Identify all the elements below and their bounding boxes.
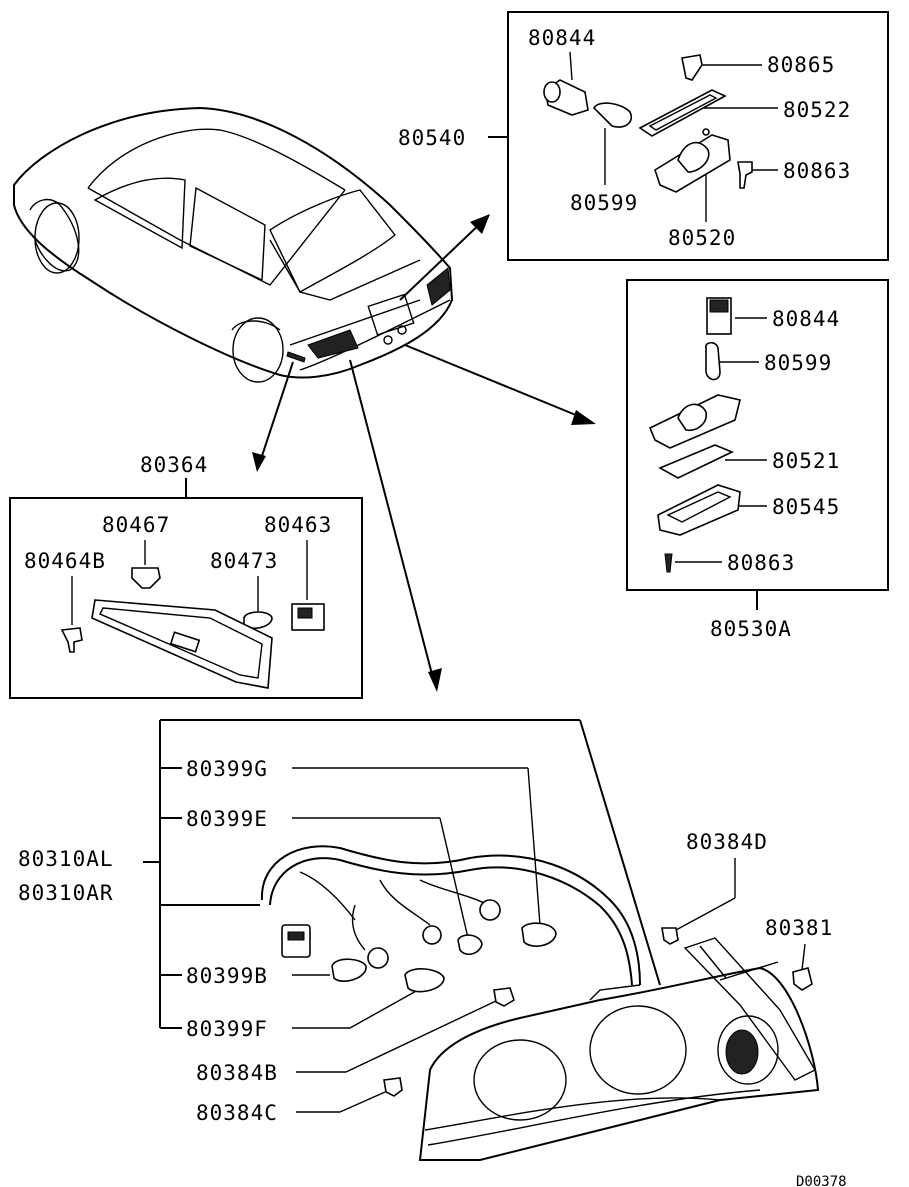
clip-80467 [131,567,161,589]
label-80467: 80467 [102,513,170,537]
tail-lamp-body [418,937,820,1161]
side-marker-lens [91,599,273,689]
nut-80384C [383,1077,403,1097]
bulb-80599-top [593,102,632,128]
label-80310AR: 80310AR [18,881,114,905]
bulb-80399G [521,922,557,947]
nut-80384D [661,927,679,945]
screw-80464B [60,627,83,653]
label-80384C: 80384C [196,1101,278,1125]
label-80545: 80545 [772,495,840,519]
screw-80863-top [737,161,753,189]
tail-lamp-assembly: 80310AL 80310AR 80399G 80399E 80399B 803… [18,719,847,1187]
label-80522: 80522 [783,98,851,122]
label-80844-mid: 80844 [772,307,840,331]
label-80863-mid: 80863 [727,551,795,575]
screw-80381 [792,967,813,991]
label-80473: 80473 [210,549,278,573]
socket-80399B [367,947,389,969]
clip-80865 [681,54,703,81]
label-80520: 80520 [668,226,736,250]
label-80364: 80364 [140,453,208,477]
label-80464B: 80464B [24,549,106,573]
label-80844-top: 80844 [528,26,596,50]
car-illustration [13,106,454,383]
label-80865: 80865 [767,53,835,77]
diagram-code: D00378 [796,1174,847,1187]
socket-80399E [422,925,442,945]
socket-80463 [291,603,325,631]
bulb-80399B [331,958,367,982]
label-80399B: 80399B [186,964,268,988]
label-80399E: 80399E [186,807,268,831]
label-80599-mid: 80599 [764,351,832,375]
lamp-housing-mid [648,394,741,449]
wiring-harness [260,845,641,986]
label-80521: 80521 [772,449,840,473]
label-80463: 80463 [264,513,332,537]
lens-80545 [657,484,741,536]
nut-80384B [493,987,515,1007]
label-80384B: 80384B [196,1061,278,1085]
screw-80863-mid [664,553,673,573]
bulb-80599-mid [705,341,721,381]
label-80599-top: 80599 [570,191,638,215]
socket-80844-top [543,79,589,116]
license-lamp-box: 80540 80844 80865 80522 80863 80599 8052… [398,11,889,261]
callout-arrows [252,214,596,692]
label-80399F: 80399F [186,1017,268,1041]
label-80530A: 80530A [710,617,792,641]
socket-80399G [479,899,501,921]
connector-80310A [281,924,311,958]
label-80381: 80381 [765,916,833,940]
label-80310AL: 80310AL [18,847,114,871]
socket-80844-mid [706,297,732,335]
bulb-80399F [404,968,445,993]
label-80399G: 80399G [186,757,268,781]
label-80540: 80540 [398,126,466,150]
label-80384D: 80384D [686,830,768,854]
label-80863-top: 80863 [783,159,851,183]
gasket-80521 [658,444,734,479]
gasket-80522 [638,89,727,137]
housing-80520 [654,128,731,193]
trunk-lamp-box: 80530A 80844 80599 80521 80545 80863 [626,279,889,641]
side-marker-box: 80364 80467 80463 80464B 80473 [9,453,363,699]
bulb-80399E [457,934,483,956]
